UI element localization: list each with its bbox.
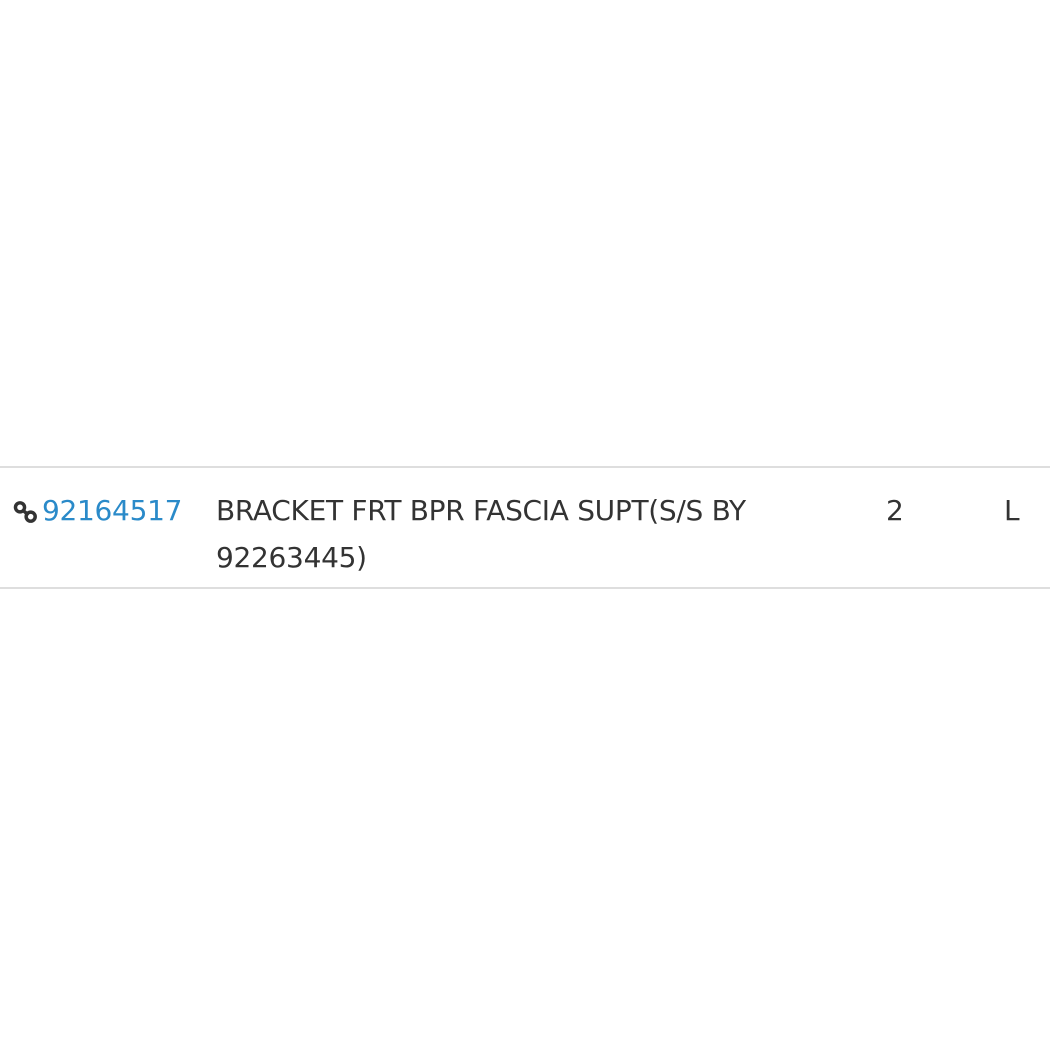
table-row: 92164517 BRACKET FRT BPR FASCIA SUPT(S/S…	[0, 466, 1050, 589]
part-number-cell: 92164517	[10, 487, 182, 534]
part-description: BRACKET FRT BPR FASCIA SUPT(S/S BY 92263…	[216, 494, 746, 574]
link-icon[interactable]	[10, 495, 42, 527]
parts-table: 92164517 BRACKET FRT BPR FASCIA SUPT(S/S…	[0, 466, 1050, 589]
part-quantity: 2	[886, 494, 904, 527]
part-number-link[interactable]: 92164517	[42, 494, 183, 527]
part-notes: L	[1004, 494, 1020, 527]
